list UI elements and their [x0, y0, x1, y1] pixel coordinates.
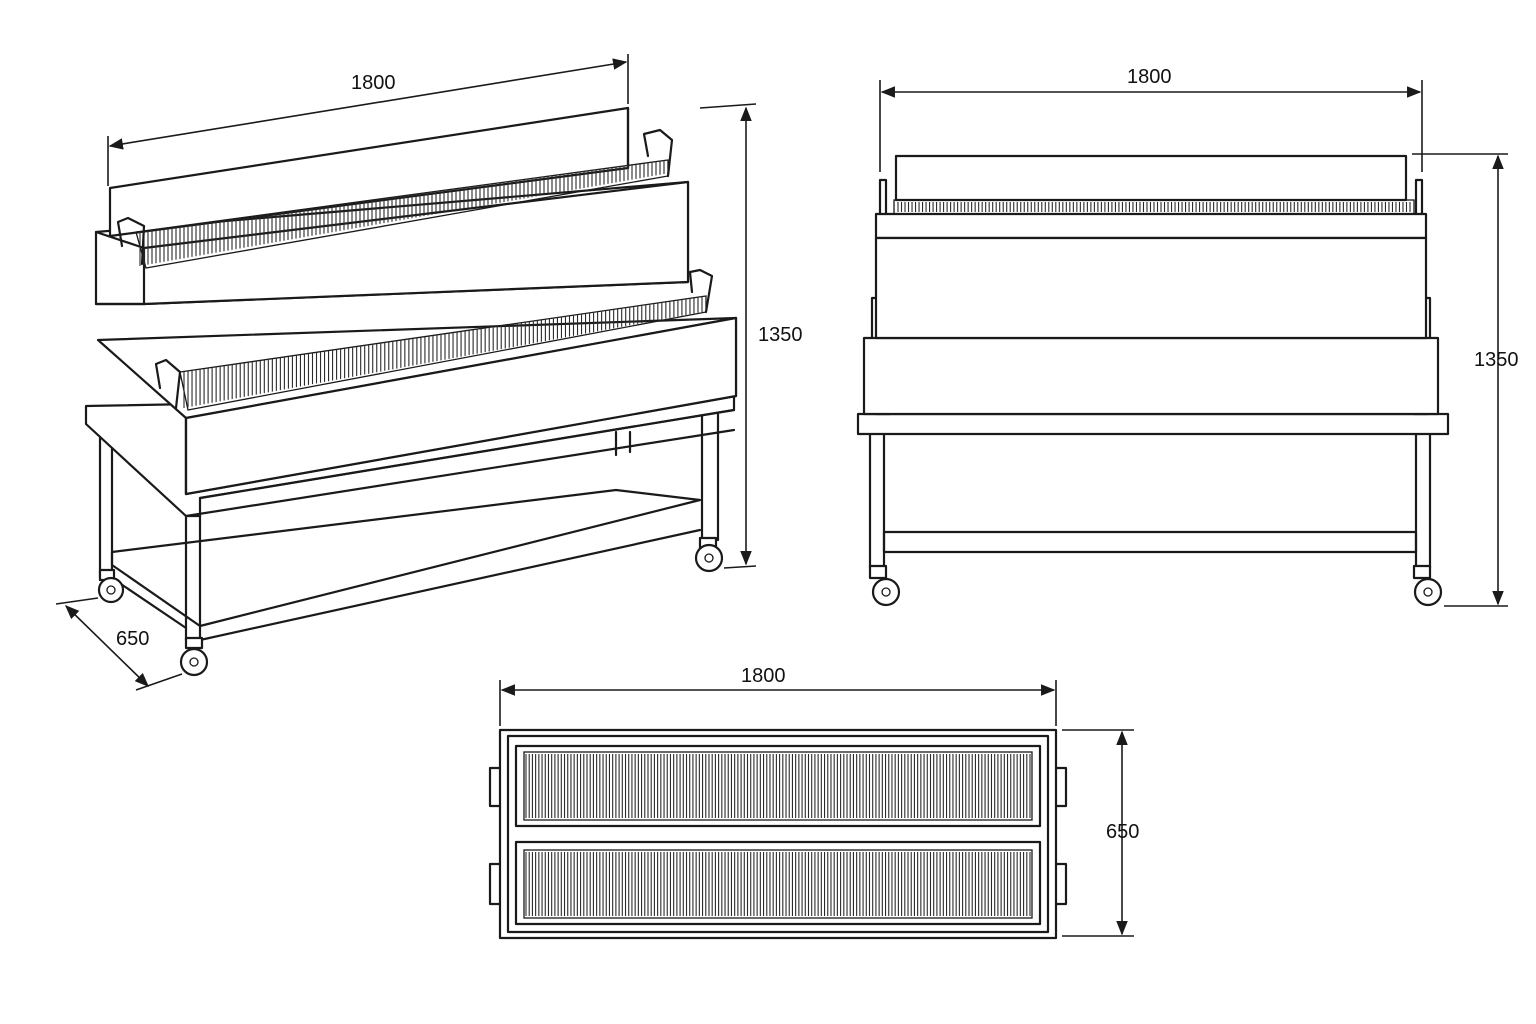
isometric-view: 1800 1350 650: [55, 54, 803, 691]
front-dim-width: 1800: [879, 66, 1423, 172]
iso-dim-width: 1800: [107, 54, 629, 186]
iso-lower-grill: [96, 268, 738, 496]
top-dim-depth: 650: [1062, 729, 1139, 937]
top-dim-width: 1800: [499, 665, 1057, 726]
iso-wheel-front-right: [179, 636, 209, 677]
top-lower-grate-bars: [525, 852, 1031, 916]
iso-depth-label: 650: [116, 628, 149, 650]
top-handle-left-upper: [488, 766, 502, 808]
iso-dim-height: 1350: [699, 103, 803, 569]
iso-wheel-front-left: [97, 568, 125, 604]
iso-lower-grate-bars: [183, 296, 703, 408]
top-handle-right-upper: [1054, 766, 1068, 808]
front-upper-grate-bars: [897, 202, 1411, 212]
front-width-label: 1800: [1127, 66, 1172, 88]
iso-upper-handle-left: [116, 216, 146, 266]
iso-width-label: 1800: [351, 72, 396, 94]
front-upper-handle-right: [1414, 178, 1424, 216]
front-upper-handle-left: [878, 178, 888, 216]
front-height-label: 1350: [1474, 349, 1519, 371]
iso-wheel-back-right: [694, 536, 724, 573]
top-handle-left-lower: [488, 862, 502, 906]
top-view: 1800 650: [488, 665, 1139, 940]
iso-lower-handle-left: [154, 358, 182, 410]
front-wheel-left: [868, 564, 901, 607]
iso-lower-handle-right: [688, 268, 714, 314]
iso-dim-depth: 650: [55, 597, 183, 691]
iso-upper-grill: [94, 106, 690, 306]
front-dim-height: 1350: [1412, 153, 1519, 607]
top-width-label: 1800: [741, 665, 786, 687]
top-handle-right-lower: [1054, 862, 1068, 906]
front-wheel-right: [1412, 564, 1443, 607]
top-depth-label: 650: [1106, 821, 1139, 843]
front-view: 1800 1350: [856, 66, 1519, 607]
iso-upper-handle-right: [642, 128, 674, 178]
iso-upper-grate-bars: [139, 160, 665, 266]
iso-height-label: 1350: [758, 324, 803, 346]
top-upper-grate-bars: [525, 754, 1031, 818]
